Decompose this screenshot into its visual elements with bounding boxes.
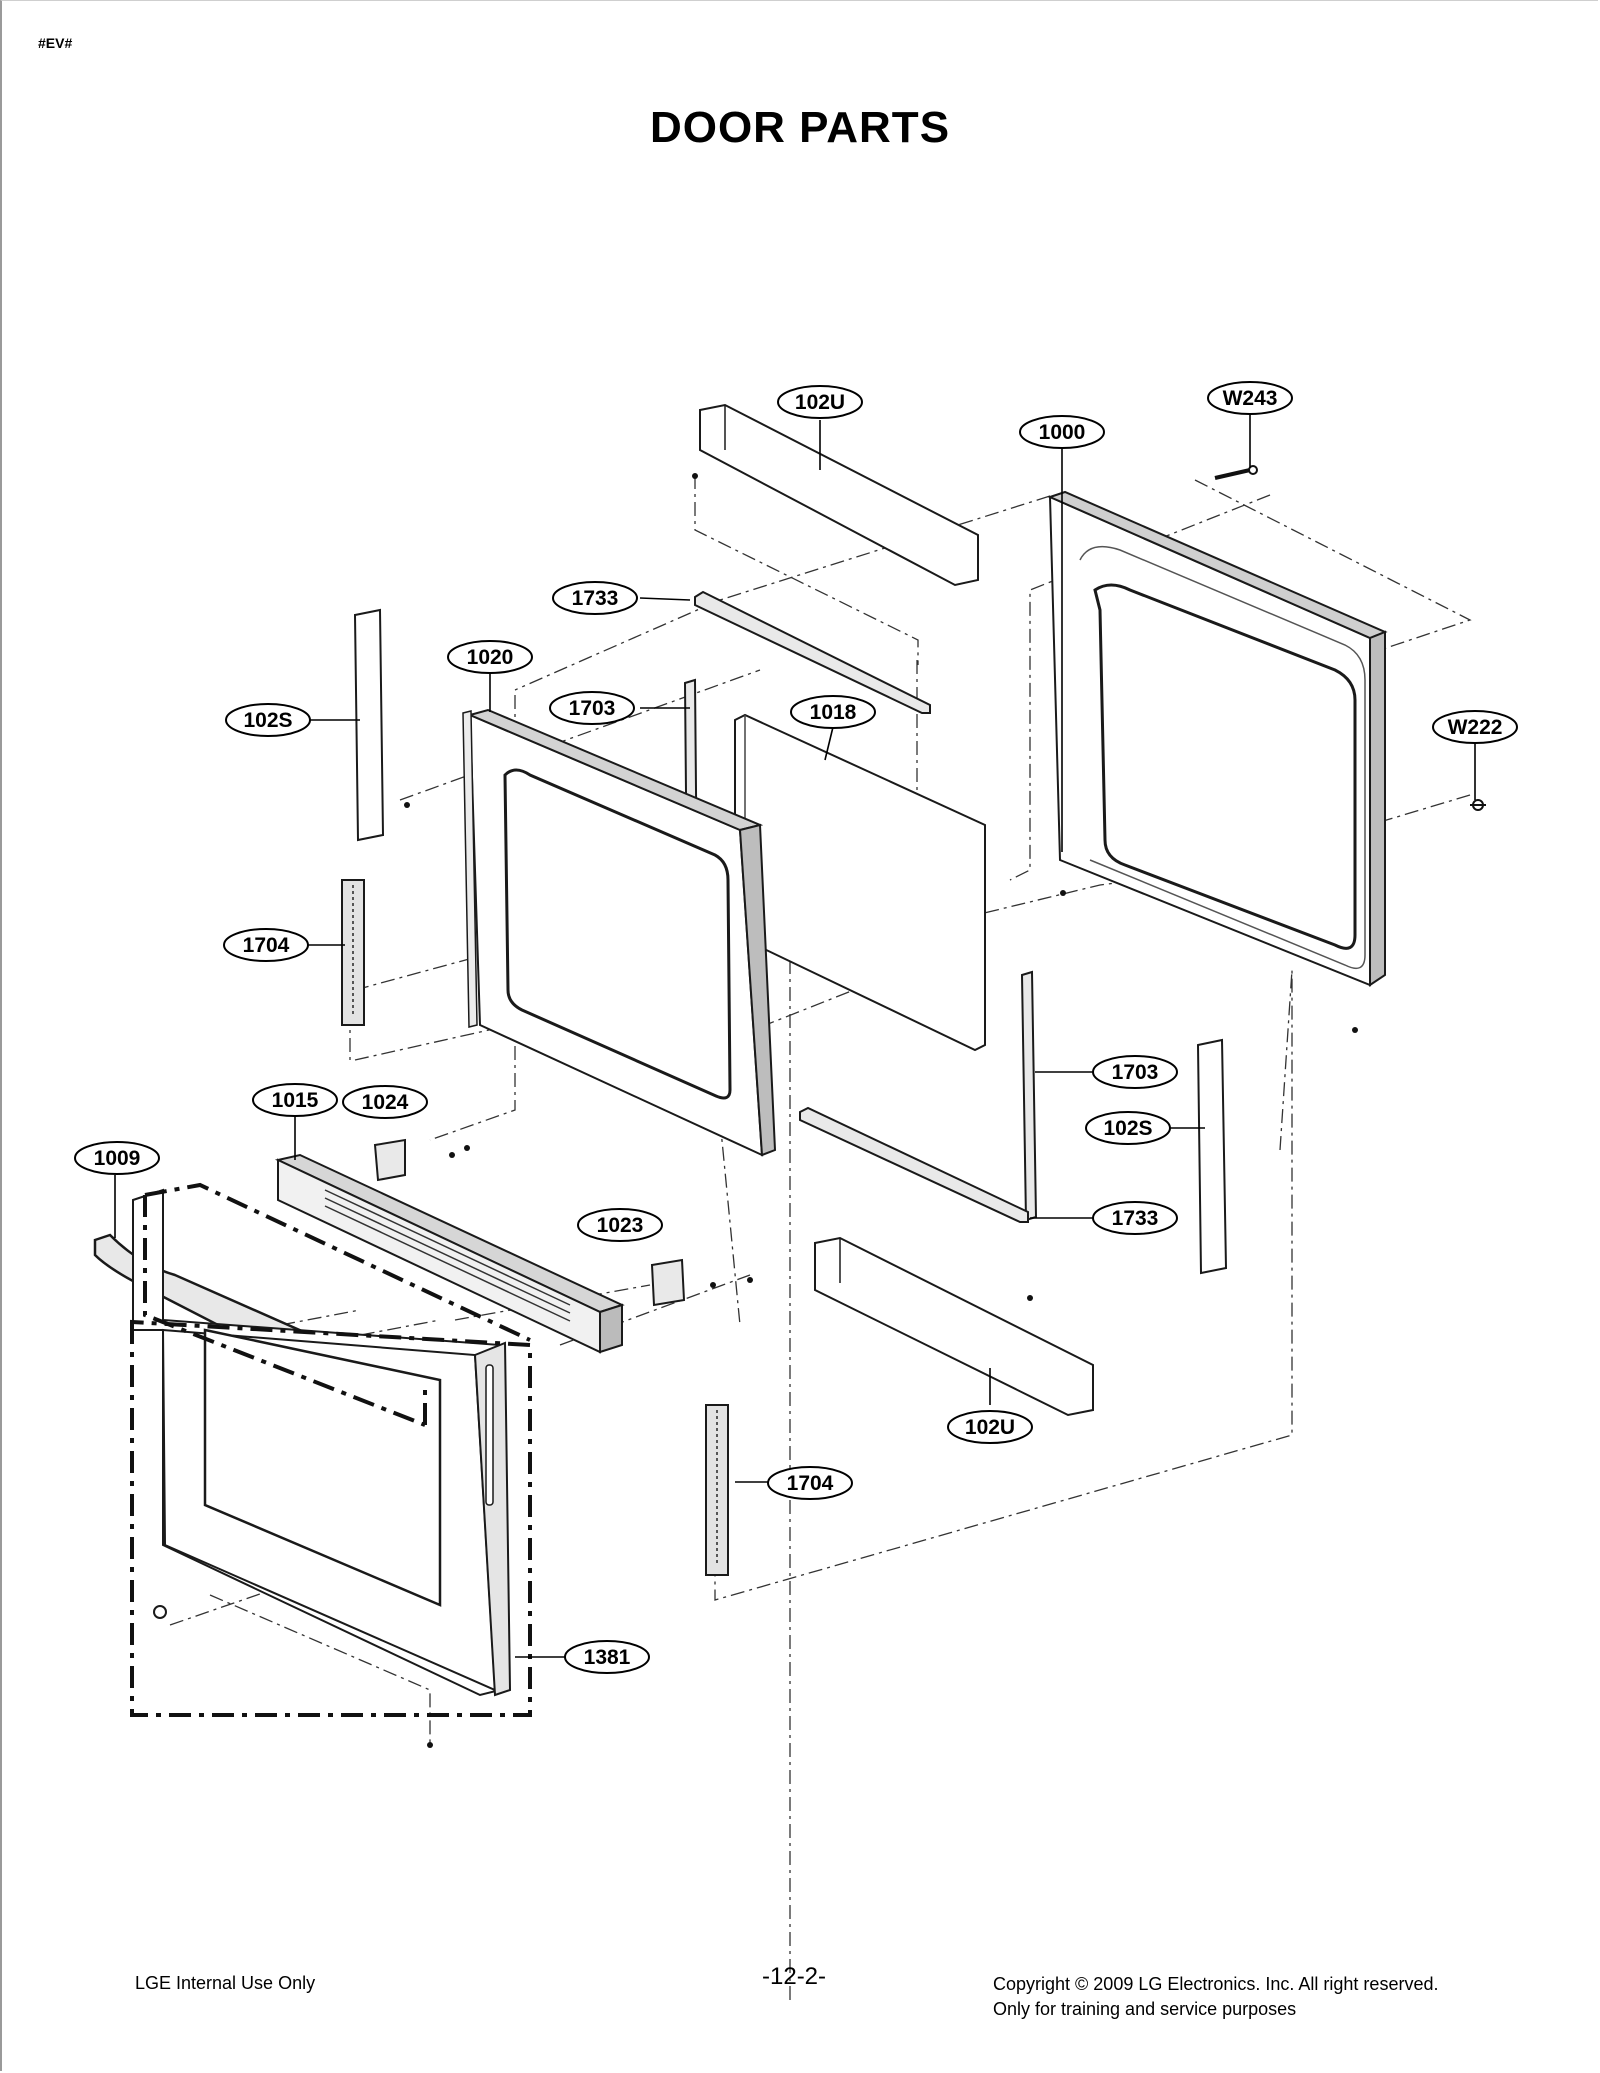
callout-1020: 1020 — [447, 640, 533, 674]
callout-label: 1703 — [1112, 1061, 1159, 1084]
page-number: -12-2- — [762, 1963, 827, 1990]
screw-icons — [404, 473, 1358, 1748]
callout-w243: W243 — [1207, 381, 1293, 415]
callout-bubble — [223, 928, 309, 962]
strip-1703-right — [1020, 970, 1038, 1222]
bracket-1024 — [373, 1138, 406, 1182]
callout-1704-bottom: 1704 — [767, 1466, 853, 1500]
callout-1000: 1000 — [1019, 415, 1105, 449]
callout-label: W243 — [1223, 387, 1278, 410]
footer-internal-use: LGE Internal Use Only — [135, 1973, 316, 1993]
trim-102s-left — [353, 608, 385, 842]
page-title: DOOR PARTS — [649, 103, 951, 152]
callout-bubble — [342, 1085, 428, 1119]
callout-label: 1023 — [597, 1214, 644, 1237]
callout-1018: 1018 — [790, 695, 876, 729]
callout-label: 102U — [795, 391, 845, 414]
callout-1381: 1381 — [564, 1640, 650, 1674]
callout-label: 1703 — [569, 697, 616, 720]
callout-label: 1009 — [94, 1147, 141, 1170]
callout-1704-left: 1704 — [223, 928, 309, 962]
callout-bubble — [1207, 381, 1293, 415]
callout-label: 102S — [1103, 1117, 1152, 1140]
callout-1733-top: 1733 — [552, 581, 638, 615]
outer-door-assembly-outline — [130, 1319, 532, 1717]
callout-bubble — [1432, 710, 1518, 744]
inner-door-frame-1000 — [1047, 490, 1388, 987]
trim-102u-bottom — [814, 1236, 1094, 1417]
trim-102u-top — [699, 403, 979, 587]
callout-102u-bottom: 102U — [947, 1410, 1033, 1444]
callout-bubble — [252, 1083, 338, 1117]
callout-1733-bottom: 1733 — [1092, 1201, 1178, 1235]
bracket-1023 — [650, 1258, 686, 1307]
callout-bubble — [1092, 1055, 1178, 1089]
callout-label: 1381 — [584, 1646, 631, 1669]
callout-label: 1733 — [1112, 1207, 1159, 1230]
hinge-1704-bottom — [705, 1404, 729, 1576]
callout-label: 1704 — [787, 1472, 834, 1495]
callout-1015: 1015 — [252, 1083, 338, 1117]
callout-1023: 1023 — [577, 1208, 663, 1242]
callout-label: 1018 — [810, 701, 857, 724]
callout-102s-right: 102S — [1085, 1111, 1171, 1145]
callout-label: 1704 — [243, 934, 290, 957]
callout-label: 102S — [243, 709, 292, 732]
hinge-1704-left — [341, 879, 365, 1026]
copyright-line: Copyright © 2009 LG Electronics. Inc. Al… — [993, 1974, 1439, 1994]
callout-bubble — [767, 1466, 853, 1500]
callout-bubble — [1092, 1201, 1178, 1235]
document-code: #EV# — [38, 35, 73, 51]
callout-102s-left: 102S — [225, 703, 311, 737]
vent-duct-1015 — [274, 1153, 625, 1354]
callout-1024: 1024 — [342, 1085, 428, 1119]
callout-102u-top: 102U — [777, 385, 863, 419]
bar-1733-top — [694, 590, 931, 714]
callout-bubble — [777, 385, 863, 419]
callout-leaders — [114, 412, 1476, 1658]
callout-bubble — [1085, 1111, 1171, 1145]
callout-1703-top: 1703 — [549, 691, 635, 725]
trim-102s-right — [1196, 1038, 1228, 1275]
callout-label: 1024 — [362, 1091, 409, 1114]
footer-copyright: Copyright © 2009 LG Electronics. Inc. Al… — [993, 1972, 1438, 2022]
callout-label: 1015 — [272, 1089, 319, 1112]
callout-bubble — [552, 581, 638, 615]
callout-bubble — [1019, 415, 1105, 449]
callout-label: W222 — [1448, 716, 1503, 739]
callout-bubble — [564, 1640, 650, 1674]
callout-label: 1000 — [1039, 421, 1086, 444]
callout-label: 1020 — [467, 646, 514, 669]
callout-bubble — [577, 1208, 663, 1242]
screw-w243-icon — [1214, 465, 1258, 480]
callout-bubble — [74, 1141, 160, 1175]
callout-bubble — [947, 1410, 1033, 1444]
glass-panel-1018 — [734, 713, 986, 1052]
callout-w222: W222 — [1432, 710, 1518, 744]
callout-label: 102U — [965, 1416, 1015, 1439]
callout-1703-right: 1703 — [1092, 1055, 1178, 1089]
callout-label: 1733 — [572, 587, 619, 610]
callout-1009: 1009 — [74, 1141, 160, 1175]
training-note: Only for training and service purposes — [993, 1999, 1297, 2019]
callout-bubble — [225, 703, 311, 737]
screw-w222-icon — [1470, 799, 1486, 811]
glass-frame-1020 — [462, 708, 777, 1157]
bar-1733-bottom — [799, 1106, 1029, 1223]
callout-bubble — [447, 640, 533, 674]
callout-bubble — [790, 695, 876, 729]
callout-bubble — [549, 691, 635, 725]
